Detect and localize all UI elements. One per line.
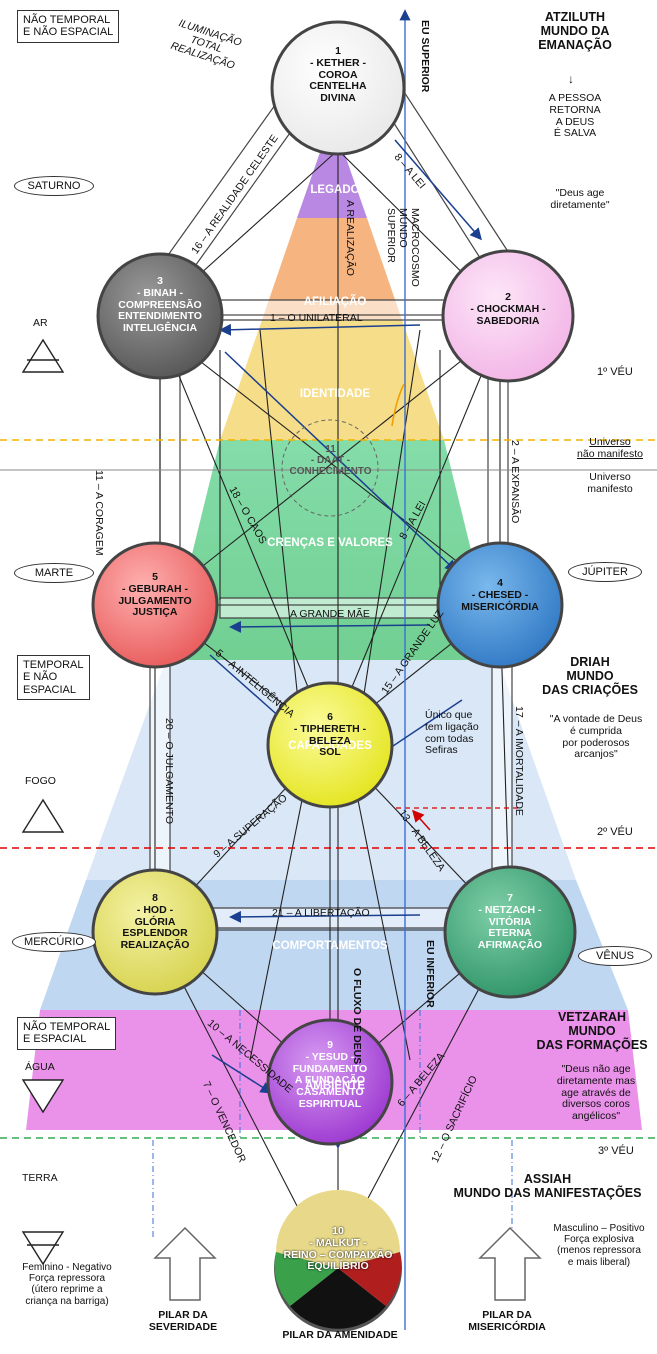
kether-circle (270, 20, 406, 156)
air-label: AR (33, 317, 48, 329)
saturn-oval: SATURNO (14, 176, 94, 197)
eu-superior-label: EU SUPERIOR (419, 20, 431, 93)
chockmah-label: 2 - CHOCKMAH - SABEDORIA (470, 291, 546, 327)
daat-circle (281, 419, 379, 517)
path-4-label: A GRANDE MÃE (290, 608, 370, 620)
level-behaviors-label: COMPORTAMENTOS (272, 940, 388, 952)
veil-3-label: 3º VÉU (598, 1145, 634, 1157)
level-legacy-label: LEGADO (310, 184, 360, 196)
chesed-circle (436, 541, 564, 669)
chesed-label: 4 - CHESED - MISERICÓRDIA (461, 577, 539, 613)
level-affiliation-band (262, 218, 402, 320)
daat-label: 11 - DAAT - CONHECIMENTO (289, 444, 372, 478)
atziluth-title: ATZILUTH MUNDO DA EMANAÇÃO (538, 10, 612, 52)
hod-label: 8 - HOD - GLÓRIA ESPLENDOR REALIZAÇÃO (120, 892, 190, 951)
level-affiliation-label: AFILIAÇÃO (303, 296, 367, 308)
yesud-label: 9 - YESUD - FUNDAMENTO A FUNDAÇÃO CASAME… (292, 1039, 368, 1110)
fire-label: FOGO (25, 775, 56, 787)
eu-inferior-label: EU INFERIOR (424, 940, 436, 1008)
hod-circle (91, 868, 219, 996)
beauty-red-arrow (412, 809, 431, 831)
tiphereth-label: 6 - TIPHERETH - BELEZA SOL (293, 711, 367, 759)
path-3-label: A REALIZAÇÃO (344, 200, 356, 276)
yesud-circle (266, 1018, 394, 1146)
netzach-circle (443, 865, 577, 999)
masculine-note: Masculino – Positivo Força explosiva (me… (553, 1223, 645, 1268)
malkut-label: 10 - MALKUT - REINO – COMPAIXÃO EQUILÍBR… (283, 1225, 393, 1273)
level-beliefs-label: CRENÇAS E VALORES (267, 537, 393, 549)
mercy-pillar-label: PILAR DA MISERICÓRDIA (468, 1309, 546, 1333)
earth-triangle (21, 1231, 65, 1266)
level-legacy-band (297, 118, 367, 218)
tiphereth-circle (266, 681, 394, 809)
path-17-label: 17 – A IMORTALIDADE (513, 706, 525, 816)
identity-curve-arrow (391, 383, 405, 427)
vetzarah-quote: "Deus não age diretamente mas age atravé… (556, 1063, 636, 1122)
fluxo-label: O FLUXO DE DEUS (351, 968, 363, 1065)
pillar-guides (152, 1010, 513, 1240)
manifest-label: Universo manifesto (587, 471, 633, 495)
element-triangles (21, 338, 65, 1266)
jupiter-oval: JÚPITER (568, 562, 642, 583)
atziluth-note: A PESSOA RETORNA A DEUS É SALVA (548, 92, 602, 140)
geburah-circle (91, 541, 219, 669)
severity-pillar-label: PILAR DA SEVERIDADE (148, 1309, 218, 1333)
binah-circle (96, 252, 224, 380)
mercy-pillar-arrow (478, 1226, 542, 1301)
veil-2-label: 2º VÉU (597, 826, 633, 838)
vetzarah-title: VETZARAH MUNDO DAS FORMAÇÕES (536, 1010, 648, 1052)
lower-corner-box: NÃO TEMPORAL E ESPACIAL (17, 1017, 117, 1050)
path-1-label: 1 – O UNILATERAL (270, 312, 363, 324)
level-environment-label: AMBIENTE (304, 1080, 366, 1092)
flow-arrows (209, 139, 482, 1149)
sephiroth-circles (91, 20, 577, 1146)
driah-quote: "A vontade de Deus é cumprida por podero… (549, 713, 643, 761)
mars-oval: MARTE (14, 563, 94, 584)
level-identity-label: IDENTIDADE (299, 388, 371, 400)
air-triangle (21, 338, 65, 373)
path-20-label: 20 – O JULGAMENTO (163, 718, 175, 825)
amenity-pillar-label: PILAR DA AMENIDADE (282, 1329, 398, 1341)
path-2-label: 2 – A EXPANSÃO (509, 440, 521, 524)
atziluth-quote: "Deus age diretamente" (550, 187, 610, 211)
water-label: ÁGUA (25, 1061, 55, 1073)
mercury-oval: MERCÚRIO (12, 932, 96, 953)
chockmah-circle (441, 249, 575, 383)
level-identity-band (220, 320, 444, 440)
assiah-title: ASSIAH MUNDO DAS MANIFESTAÇÕES (453, 1172, 642, 1200)
path-11-label: 11 – A CORAGEM (93, 470, 105, 556)
feminine-note: Feminino - Negativo Força repressora (út… (22, 1262, 112, 1307)
middle-corner-box: TEMPORAL E NÃO ESPACIAL (17, 655, 90, 700)
atziluth-down-arrow: ↓ (568, 72, 574, 86)
severity-pillar-arrow (153, 1226, 217, 1301)
venus-oval: VÊNUS (578, 946, 652, 967)
netzach-label: 7 - NETZACH - VITÓRIA ETERNA AFIRMAÇÃO (477, 892, 543, 951)
geburah-label: 5 - GEBURAH - JULGAMENTO JUSTIÇA (118, 571, 192, 619)
unmanifest-label: Universo não manifesto (577, 436, 643, 460)
kether-label: 1 - KETHER - COROA CENTELHA DIVINA (309, 45, 367, 104)
malkut-circle (274, 1190, 402, 1332)
veil-1-label: 1º VÉU (597, 366, 633, 378)
top-corner-box: NÃO TEMPORAL E NÃO ESPACIAL (17, 10, 120, 43)
tiphereth-note: Único que tem ligação com todas Sefiras (425, 709, 479, 757)
pillar-arrows (153, 1226, 542, 1301)
macrocosmo-label: MACROCOSMO MUNDO SUPERIOR (385, 208, 422, 287)
fire-triangle (21, 798, 65, 833)
water-triangle (21, 1079, 65, 1114)
binah-label: 3 - BINAH - COMPREENSÃO ENTENDIMENTO INT… (118, 275, 202, 334)
earth-label: TERRA (22, 1172, 58, 1184)
level-capabilities-label: CAPACIDADES (288, 740, 372, 752)
path-21-label: 21 – A LIBERTAÇÃO (272, 907, 370, 919)
driah-title: DRIAH MUNDO DAS CRIAÇÕES (542, 655, 638, 697)
